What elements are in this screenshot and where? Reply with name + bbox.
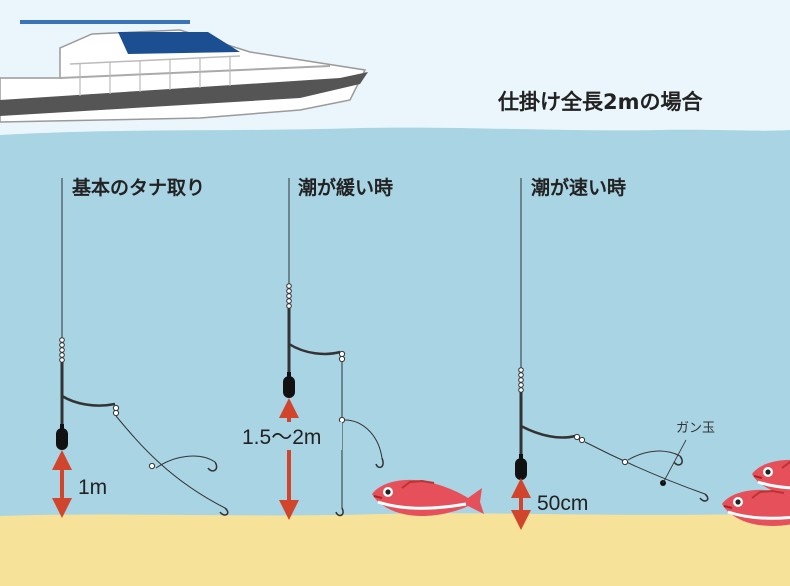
hook-icon — [375, 457, 384, 469]
panel-basic-depth: 基本のタナ取り 1m — [52, 176, 229, 518]
hook-icon — [335, 507, 344, 517]
panel-label: 基本のタナ取り — [71, 176, 205, 199]
distance-label: 1m — [78, 476, 107, 499]
panel-fast-current: ガン玉 潮が速い時 50cm — [511, 176, 715, 530]
distance-label: 50cm — [537, 492, 588, 515]
boat-icon — [0, 20, 368, 123]
hook-icon — [699, 493, 709, 502]
hook-icon — [207, 461, 218, 472]
split-shot-label: ガン玉 — [676, 421, 715, 436]
diagram-title: 仕掛け全長2mの場合 — [497, 90, 703, 114]
swivel-icon — [286, 283, 292, 309]
panel-slow-current: 潮が緩い時 1.5〜2m — [238, 176, 393, 520]
distance-label: 1.5〜2m — [242, 426, 321, 449]
swivel-icon — [518, 367, 524, 393]
seabed — [0, 513, 790, 586]
panel-label: 潮が緩い時 — [298, 176, 393, 199]
sea-water — [0, 127, 790, 520]
swivel-icon — [59, 337, 65, 363]
hook-icon — [219, 507, 229, 516]
panel-label: 潮が速い時 — [531, 176, 626, 199]
hook-icon — [673, 455, 683, 466]
